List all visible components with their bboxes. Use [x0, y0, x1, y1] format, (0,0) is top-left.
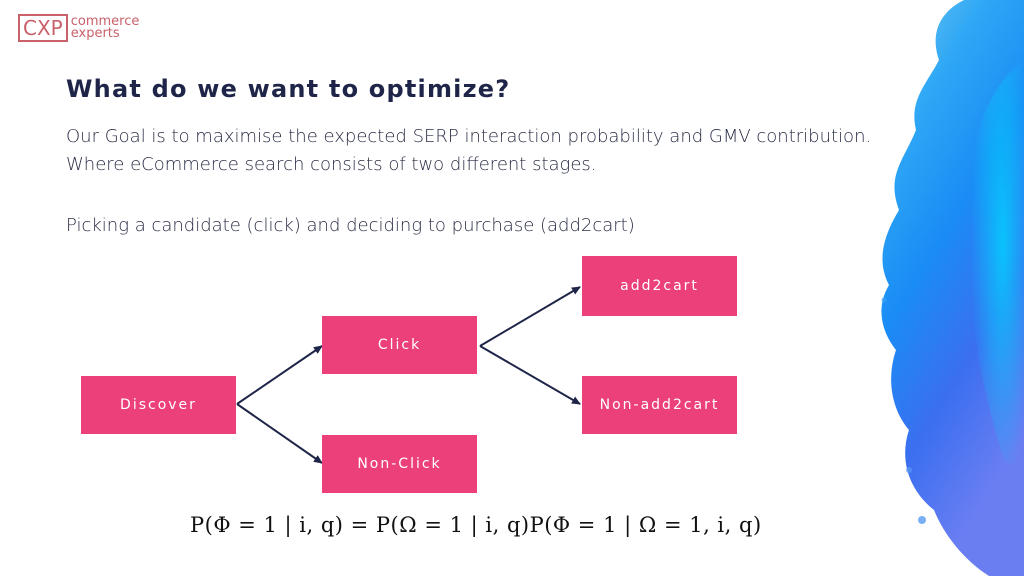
- company-logo: CXP commerce experts: [18, 14, 139, 42]
- node-non-click: Non-Click: [322, 435, 477, 493]
- probability-formula: P(Φ = 1 | i, q) = P(Ω = 1 | i, q)P(Φ = 1…: [190, 513, 762, 537]
- logo-mark: CXP: [18, 14, 68, 42]
- node-discover: Discover: [81, 376, 236, 434]
- edge-discover-to-click: [236, 345, 323, 405]
- logo-wordmark: commerce experts: [70, 14, 140, 41]
- logo-line-2: experts: [70, 26, 120, 41]
- logo-line-1: commerce: [70, 14, 140, 29]
- node-add2cart: add2cart: [582, 256, 737, 316]
- edge-click-to-nonadd2cart: [479, 345, 581, 405]
- edge-click-to-add2cart: [479, 286, 581, 347]
- slide-title: What do we want to optimize?: [66, 75, 511, 103]
- edge-discover-to-nonclick: [236, 403, 323, 464]
- node-non-add2cart: Non-add2cart: [582, 376, 737, 434]
- stages-paragraph: Picking a candidate (click) and deciding…: [66, 215, 635, 236]
- watercolor-splash-decoration: [881, 0, 1024, 576]
- node-click: Click: [322, 316, 477, 374]
- goal-paragraph: Our Goal is to maximise the expected SER…: [66, 126, 872, 175]
